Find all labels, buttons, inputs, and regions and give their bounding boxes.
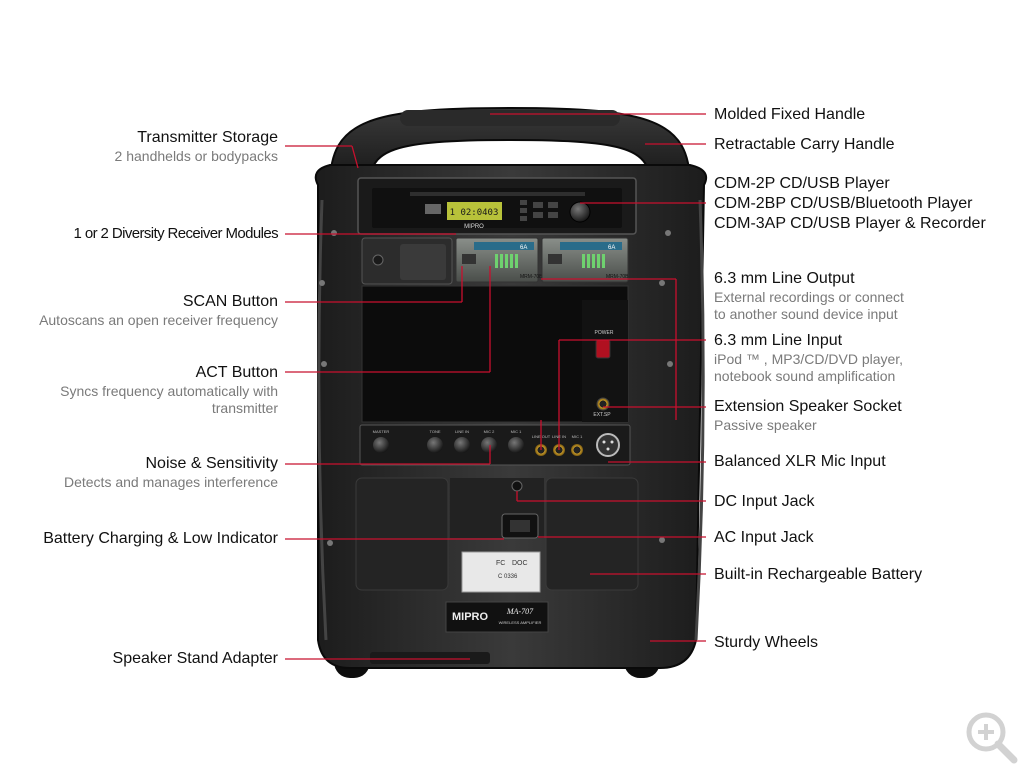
callout-subtitle: to another sound device input [714, 306, 898, 322]
svg-text:DOC: DOC [512, 560, 528, 567]
svg-text:MRM-70B: MRM-70B [520, 274, 543, 280]
callout-ext-speaker: Extension Speaker Socket Passive speaker [714, 397, 902, 434]
callout-subtitle: Passive speaker [714, 417, 817, 433]
callout-carry-handle: Retractable Carry Handle [714, 135, 895, 155]
callout-title: Speaker Stand Adapter [112, 650, 278, 667]
stand-adapter [370, 652, 490, 664]
callout-ac-input: AC Input Jack [714, 528, 814, 548]
callout-title: Built-in Rechargeable Battery [714, 566, 923, 583]
callout-subtitle: Autoscans an open receiver frequency [39, 312, 278, 328]
callout-dc-input: DC Input Jack [714, 492, 814, 512]
callout-receiver-modules: 1 or 2 Diversity Receiver Modules [73, 224, 279, 244]
brand-badge: MIPRO MA-707 WIRELESS AMPLIFIER [445, 601, 549, 633]
svg-text:MA-707: MA-707 [506, 607, 534, 616]
callout-line-input: 6.3 mm Line Input iPod ™ , MP3/CD/DVD pl… [714, 331, 903, 385]
handle-grip [400, 110, 620, 126]
battery-compartment [355, 477, 639, 591]
cert-label: FC DOC C 0336 [461, 551, 541, 593]
callout-title: 1 or 2 Diversity Receiver Modules [73, 225, 279, 242]
jacks [535, 444, 583, 456]
body-screws [319, 230, 673, 546]
svg-text:POWER: POWER [595, 330, 614, 336]
svg-text:MIPRO: MIPRO [464, 224, 484, 230]
side-rail-right [694, 199, 705, 641]
xlr-input [596, 433, 620, 457]
receiver-module-1: 6A MRM-70B [455, 237, 543, 283]
callout-xlr-input: Balanced XLR Mic Input [714, 452, 886, 472]
callout-title: CDM-3AP CD/USB Player & Recorder [714, 215, 986, 232]
callout-transmitter-storage: Transmitter Storage 2 handhelds or bodyp… [115, 128, 278, 165]
callout-title: AC Input Jack [714, 529, 814, 546]
cd-player-module: 1 02:0403 MIPRO [357, 177, 637, 235]
knobs [373, 437, 524, 453]
transmitter-storage [361, 237, 453, 285]
callout-title: Battery Charging & Low Indicator [43, 530, 278, 547]
callout-title: Molded Fixed Handle [714, 106, 866, 123]
receiver-module-2: 6A MRM-70B [541, 237, 629, 283]
callout-title: DC Input Jack [714, 493, 815, 510]
callout-title: Noise & Sensitivity [145, 455, 279, 472]
svg-text:WIRELESS AMPLIFIER: WIRELESS AMPLIFIER [499, 620, 542, 625]
callout-subtitle: iPod ™ , MP3/CD/DVD player, [714, 351, 904, 367]
control-panel [359, 424, 631, 466]
svg-text:MRM-70B: MRM-70B [606, 274, 629, 280]
callout-noise-sensitivity: Noise & Sensitivity Detects and manages … [64, 454, 278, 491]
svg-text:MIPRO: MIPRO [452, 611, 489, 623]
callout-battery-indicator: Battery Charging & Low Indicator [43, 529, 278, 549]
knob-label: MIC 1 [511, 429, 522, 434]
callout-subtitle: transmitter [211, 400, 278, 416]
callout-title: Retractable Carry Handle [714, 136, 895, 153]
cd-display-text: 1 02:0403 [450, 208, 499, 218]
callout-fixed-handle: Molded Fixed Handle [714, 105, 865, 125]
svg-text:FC: FC [496, 560, 505, 567]
callout-title: Transmitter Storage [137, 129, 278, 146]
jack-label: LINE IN [552, 434, 566, 439]
callout-title: Sturdy Wheels [714, 634, 819, 651]
knob-label: LINE IN [455, 429, 469, 434]
magnifier-plus-icon[interactable] [962, 708, 1020, 766]
side-rail-left [317, 199, 328, 641]
svg-text:EXT.SP: EXT.SP [593, 412, 611, 418]
leader-lines [285, 113, 706, 660]
ac-input-jack [501, 513, 539, 539]
callout-title: ACT Button [195, 364, 278, 381]
callout-line-output: 6.3 mm Line Output External recordings o… [714, 269, 904, 323]
callout-subtitle: Detects and manages interference [63, 474, 278, 490]
callout-title: CDM-2BP CD/USB/Bluetooth Player [714, 195, 973, 212]
callout-title: Extension Speaker Socket [714, 398, 902, 415]
power-switch [595, 339, 611, 359]
callout-battery: Built-in Rechargeable Battery [714, 565, 922, 585]
knob-label: MASTER [373, 429, 390, 434]
svg-text:C 0336: C 0336 [498, 574, 518, 580]
svg-text:6A: 6A [520, 245, 527, 251]
callout-subtitle: External recordings or connect [714, 289, 904, 305]
svg-text:6A: 6A [608, 245, 615, 251]
callout-subtitle: Syncs frequency automatically with [60, 383, 278, 399]
dc-input-jack [511, 480, 523, 492]
callout-title: CDM-2P CD/USB Player [714, 175, 890, 192]
jack-label: LINE OUT [532, 434, 551, 439]
callout-title: 6.3 mm Line Output [714, 270, 855, 287]
callout-cd-players: CDM-2P CD/USB Player CDM-2BP CD/USB/Blue… [714, 174, 986, 234]
knob-label: MIC 2 [484, 429, 495, 434]
jack-label: MIC 1 [572, 434, 583, 439]
leader-transmitter-storage-tip [351, 145, 359, 169]
callout-subtitle: notebook sound amplification [714, 368, 896, 384]
callout-stand-adapter: Speaker Stand Adapter [113, 649, 278, 669]
callout-title: SCAN Button [182, 293, 278, 310]
ext-speaker-socket [596, 397, 610, 411]
callout-title: Balanced XLR Mic Input [714, 453, 886, 470]
callout-wheels: Sturdy Wheels [714, 633, 818, 653]
callout-title: 6.3 mm Line Input [714, 332, 843, 349]
callout-act-button: ACT Button Syncs frequency automatically… [60, 363, 278, 417]
callout-scan-button: SCAN Button Autoscans an open receiver f… [39, 292, 278, 329]
callout-subtitle: 2 handhelds or bodypacks [114, 148, 278, 164]
knob-label: TONE [429, 429, 440, 434]
